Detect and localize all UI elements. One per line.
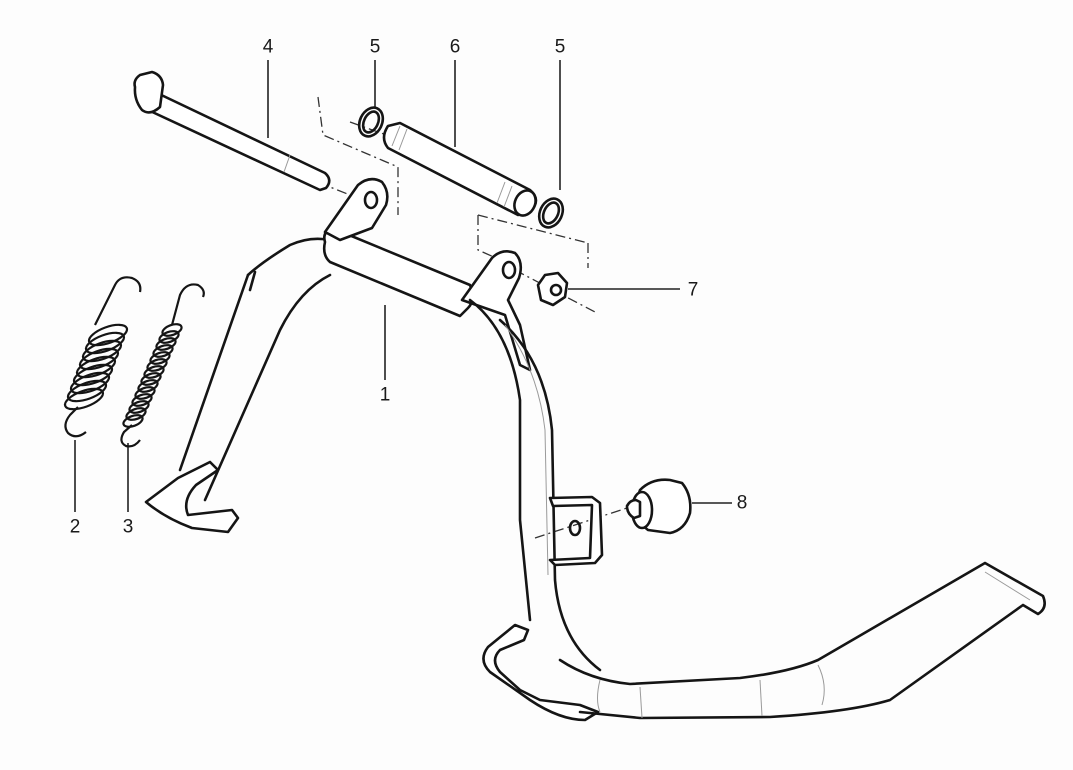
rubber-stopper-part: [625, 478, 692, 535]
leader-lines: [74, 60, 732, 512]
callout-2: 2: [69, 516, 81, 538]
callout-3: 3: [122, 516, 134, 538]
pivot-bolt-part: [133, 70, 331, 192]
callout-8: 8: [736, 492, 748, 514]
callout-4: 4: [262, 36, 274, 58]
callout-7: 7: [687, 279, 699, 301]
callout-1: 1: [379, 384, 391, 406]
nut-part: [536, 271, 569, 307]
callout-5-left: 5: [369, 36, 381, 58]
center-stand-frame-part: [144, 177, 1046, 722]
spring-small-part: [120, 283, 205, 448]
callout-6: 6: [449, 36, 461, 58]
callout-5-right: 5: [554, 36, 566, 58]
spring-large-part: [63, 276, 142, 438]
o-ring-parts: [357, 106, 565, 229]
spacer-bushing-part: [382, 121, 538, 217]
